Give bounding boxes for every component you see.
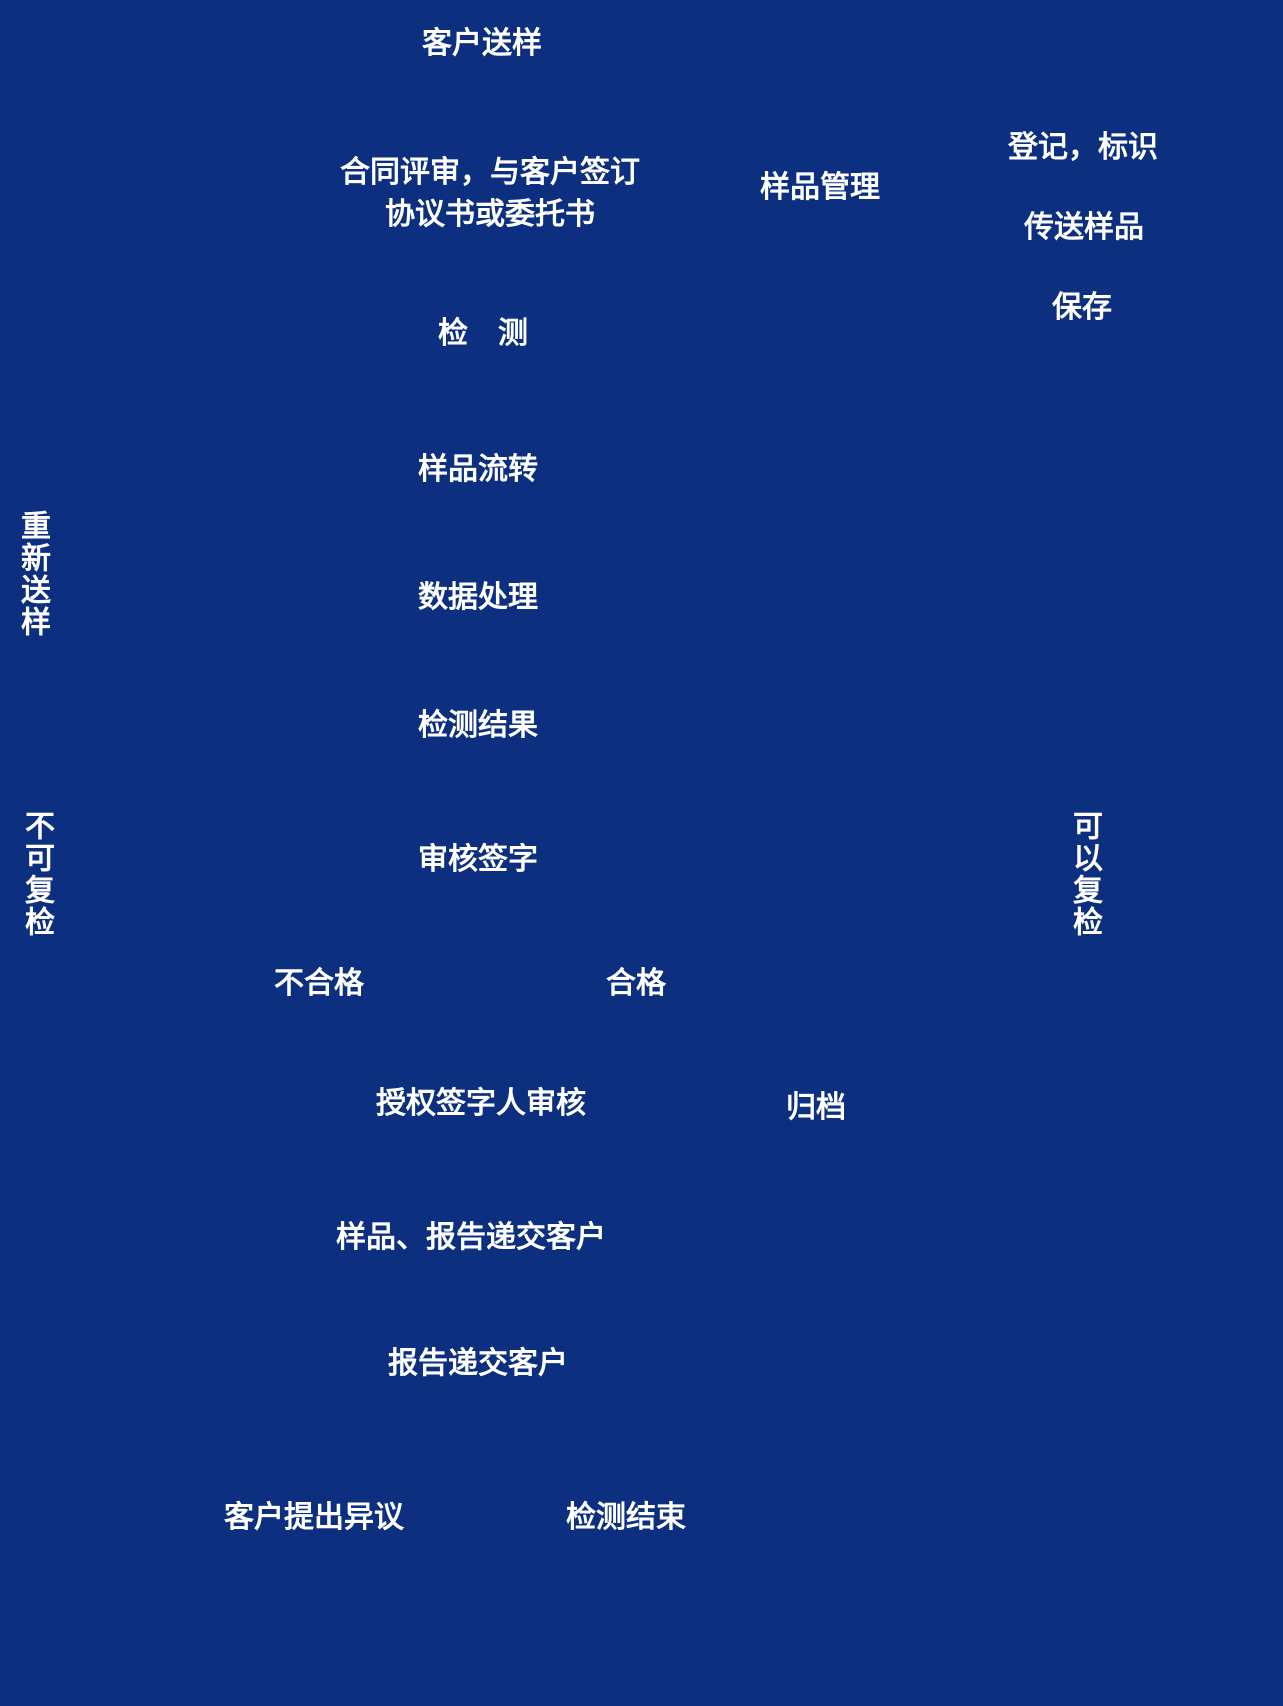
node-register-identify: 登记，标识: [1008, 131, 1158, 164]
node-customer-sample: 客户送样: [422, 27, 542, 60]
node-testing: 检 测: [438, 317, 528, 350]
node-sample-report-to-customer: 样品、报告递交客户: [336, 1221, 606, 1254]
node-data-processing: 数据处理: [418, 581, 538, 614]
node-sample-circulation: 样品流转: [418, 453, 538, 486]
node-resubmit-sample: 重新送样: [16, 510, 49, 638]
node-unqualified: 不合格: [274, 967, 364, 1000]
node-report-to-customer: 报告递交客户: [388, 1347, 568, 1380]
node-can-recheck: 可以复检: [1068, 810, 1101, 938]
node-authorized-signatory-review: 授权签字人审核: [376, 1087, 586, 1120]
node-customer-objection: 客户提出异议: [224, 1501, 404, 1534]
node-cannot-recheck: 不可复检: [20, 810, 53, 938]
node-qualified: 合格: [606, 967, 666, 1000]
node-sample-management: 样品管理: [760, 171, 880, 204]
node-archive: 归档: [786, 1091, 846, 1124]
node-transfer-sample: 传送样品: [1024, 211, 1144, 244]
node-contract-review-line2: 协议书或委托书: [385, 198, 595, 231]
node-test-result: 检测结果: [418, 709, 538, 742]
node-contract-review: 合同评审，与客户签订 协议书或委托书: [330, 152, 650, 236]
node-test-end: 检测结束: [566, 1501, 686, 1534]
node-review-signature: 审核签字: [418, 843, 538, 876]
node-storage: 保存: [1052, 291, 1112, 324]
node-contract-review-line1: 合同评审，与客户签订: [340, 156, 640, 189]
